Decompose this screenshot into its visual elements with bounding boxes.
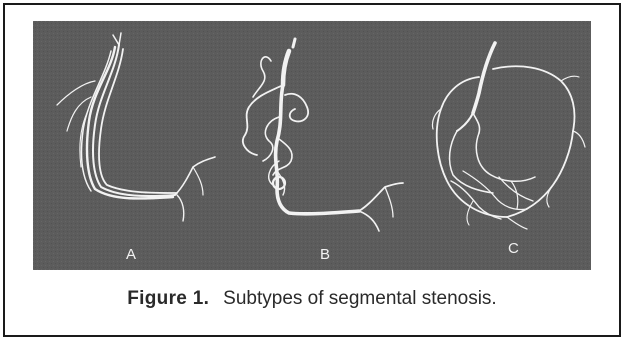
angiogram-illustration bbox=[33, 21, 591, 270]
figure-caption: Figure 1. Subtypes of segmental stenosis. bbox=[5, 288, 619, 310]
figure-number: Figure 1. bbox=[127, 288, 209, 309]
figure-caption-text: Subtypes of segmental stenosis. bbox=[223, 288, 497, 309]
figure-frame: A B C Figure 1. Subtypes of segmental ste… bbox=[3, 3, 621, 337]
panel-label-c: C bbox=[508, 240, 519, 257]
panel-label-a: A bbox=[126, 246, 136, 263]
angiogram-panel: A B C bbox=[33, 21, 591, 270]
panel-label-b: B bbox=[320, 246, 330, 263]
